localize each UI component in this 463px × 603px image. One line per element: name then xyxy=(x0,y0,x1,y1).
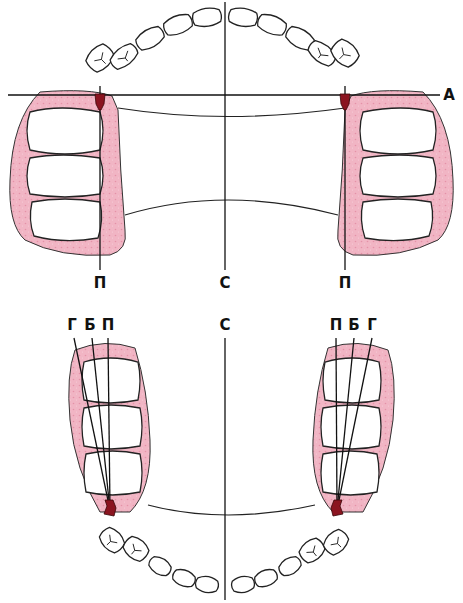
molar-teeth xyxy=(27,108,436,241)
reference-letter: П xyxy=(94,276,107,291)
reference-letter: А xyxy=(443,88,455,103)
tooth-outline xyxy=(255,11,288,38)
reference-letter: С xyxy=(219,318,230,333)
tooth-cusp xyxy=(103,535,117,549)
reference-letter: Б xyxy=(84,318,95,333)
denture-saddle xyxy=(10,91,126,256)
reference-letter: П xyxy=(102,318,115,333)
tooth-cusp xyxy=(127,544,141,558)
tooth-outline xyxy=(227,6,258,28)
reference-letter: П xyxy=(339,276,352,291)
reference-letter: Г xyxy=(67,318,77,333)
palate-outline xyxy=(118,108,345,215)
lingual-outline xyxy=(148,505,315,515)
tooth-outline xyxy=(170,567,197,590)
tooth-outline xyxy=(96,524,128,556)
reference-lines xyxy=(8,2,440,270)
tooth-outline xyxy=(146,553,174,579)
tooth-cusp xyxy=(306,545,320,559)
tooth-cusp xyxy=(94,52,110,68)
reference-lines xyxy=(74,338,372,600)
tooth-cusp xyxy=(118,51,133,65)
tooth-outline xyxy=(107,40,141,72)
front-teeth xyxy=(96,524,352,594)
denture-saddle xyxy=(338,91,454,256)
tooth-outline xyxy=(252,567,279,590)
reference-letter: Б xyxy=(348,318,359,333)
tooth-outline xyxy=(230,575,255,595)
tooth-cusp xyxy=(335,48,351,64)
tooth-outline xyxy=(161,11,194,38)
tooth-outline xyxy=(320,526,352,558)
tooth-outline xyxy=(191,6,222,28)
tooth-outline xyxy=(328,36,363,71)
tooth-cusp xyxy=(331,537,345,551)
reference-letter: П xyxy=(330,318,343,333)
tooth-outline xyxy=(276,553,304,579)
tooth-outline xyxy=(133,23,167,53)
clasp xyxy=(104,500,343,516)
front-teeth xyxy=(83,6,363,75)
clasp xyxy=(95,94,350,110)
reference-letter: Г xyxy=(367,318,377,333)
reference-letter: С xyxy=(219,276,230,291)
tooth-cusp xyxy=(313,48,328,62)
tooth-outline xyxy=(120,533,152,564)
tooth-outline xyxy=(296,535,328,566)
tooth-outline xyxy=(194,575,219,595)
